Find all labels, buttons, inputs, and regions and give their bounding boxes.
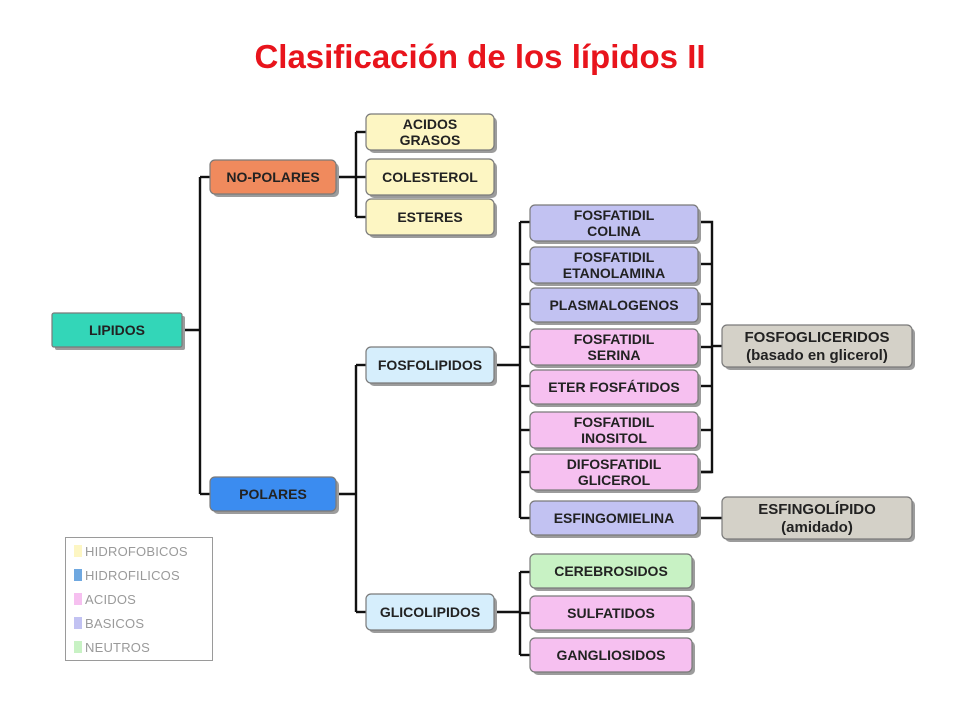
node-esteres-shape — [365, 198, 495, 236]
node-glicolipidos-label: GLICOLIPIDOS — [380, 604, 480, 620]
legend-label: BASICOS — [85, 615, 145, 631]
node-sulfatidos-shape — [529, 595, 693, 631]
node-difosfatidil-glicerol-label-1: DIFOSFATIDIL — [567, 456, 662, 472]
node-fosfatidil-inositol-label-1: FOSFATIDIL — [574, 414, 655, 430]
node-fosfatidil-serina-shape — [529, 328, 699, 366]
node-glicolipidos-shape — [365, 593, 495, 631]
legend-item-hidrofilicos: HIDROFILICOS — [74, 566, 180, 584]
legend-swatch — [74, 569, 82, 581]
node-polares-label: POLARES — [239, 486, 307, 502]
node-fosfatidil-serina-label-2: SERINA — [588, 347, 641, 363]
node-difosfatidil-glicerol-shape — [529, 453, 699, 491]
node-lipidos-shape — [51, 312, 183, 348]
node-fosfatidil-colina-label-2: COLINA — [587, 223, 641, 239]
node-fosfatidil-colina-shape — [529, 204, 699, 242]
node-fosfolipidos-label: FOSFOLIPIDOS — [378, 357, 482, 373]
node-sulfatidos-label: SULFATIDOS — [567, 605, 655, 621]
node-esfingolipido: ESFINGOLÍPIDO(amidado) — [721, 496, 915, 542]
node-no-polares: NO-POLARES — [209, 159, 339, 197]
node-polares: POLARES — [209, 476, 339, 514]
node-fosfatidil-inositol-shape — [529, 411, 699, 449]
node-fosfatidil-etanolamina-label-2: ETANOLAMINA — [563, 265, 665, 281]
legend: HIDROFOBICOS HIDROFILICOS ACIDOS BASICOS NEU… — [65, 537, 213, 661]
node-fosfatidil-etanolamina-label-1: FOSFATIDIL — [574, 249, 655, 265]
legend-label: NEUTROS — [85, 639, 150, 655]
node-colesterol-shape — [365, 158, 495, 196]
node-acidos-grasos-shape — [365, 113, 495, 151]
node-fosfogliceridos: FOSFOGLICERIDOS(basado en glicerol) — [721, 324, 915, 370]
node-esfingolipido-label-1: ESFINGOLÍPIDO — [758, 501, 876, 518]
node-fosfatidil-inositol-label-2: INOSITOL — [581, 430, 647, 446]
node-fosfolipidos-shape — [365, 346, 495, 384]
node-fosfogliceridos-label-2: (basado en glicerol) — [746, 347, 888, 364]
node-no-polares-label: NO-POLARES — [226, 169, 319, 185]
node-fosfatidil-serina-label-1: FOSFATIDIL — [574, 331, 655, 347]
node-colesterol-label: COLESTEROL — [382, 169, 478, 185]
node-sulfatidos: SULFATIDOS — [529, 595, 695, 633]
node-fosfogliceridos-shape — [721, 324, 913, 368]
node-esteres-label: ESTERES — [397, 209, 462, 225]
node-difosfatidil-glicerol-label-2: GLICEROL — [578, 472, 651, 488]
node-polares-shape — [209, 476, 337, 512]
node-fosfatidil-etanolamina-shape — [529, 246, 699, 284]
legend-label: HIDROFOBICOS — [85, 543, 188, 559]
node-esfingomielina-shape — [529, 500, 699, 536]
node-acidos-grasos-label-1: ACIDOS — [403, 116, 457, 132]
node-cerebrosidos-shape — [529, 553, 693, 589]
node-esfingolipido-shape — [721, 496, 913, 540]
legend-swatch — [74, 641, 82, 653]
node-glicolipidos: GLICOLIPIDOS — [365, 593, 497, 633]
node-fosfogliceridos-label-1: FOSFOGLICERIDOS — [744, 329, 889, 346]
node-lipidos: LIPIDOS — [51, 312, 185, 350]
node-gangliosidos-label: GANGLIOSIDOS — [557, 647, 666, 663]
node-cerebrosidos-label: CEREBROSIDOS — [554, 563, 668, 579]
node-esfingolipido-label-2: (amidado) — [781, 519, 853, 536]
node-acidos-grasos-label-2: GRASOS — [400, 132, 461, 148]
node-eter-fosfatidos-shape — [529, 369, 699, 405]
node-gangliosidos: GANGLIOSIDOS — [529, 637, 695, 675]
node-eter-fosfatidos-label: ETER FOSFÁTIDOS — [548, 379, 679, 395]
legend-label: ACIDOS — [85, 591, 137, 607]
node-esteres: ESTERES — [365, 198, 497, 238]
node-plasmalogenos-shape — [529, 287, 699, 323]
node-fosfatidil-colina-label-1: FOSFATIDIL — [574, 207, 655, 223]
legend-swatch — [74, 593, 82, 605]
legend-item-acidos: ACIDOS — [74, 590, 136, 608]
node-plasmalogenos-label: PLASMALOGENOS — [549, 297, 678, 313]
node-esfingomielina-label: ESFINGOMIELINA — [554, 510, 675, 526]
legend-item-neutros: NEUTROS — [74, 638, 150, 656]
legend-swatch — [74, 617, 82, 629]
node-eter-fosfatidos: ETER FOSFÁTIDOS — [529, 369, 701, 407]
node-gangliosidos-shape — [529, 637, 693, 673]
node-esfingomielina: ESFINGOMIELINA — [529, 500, 701, 538]
node-fosfolipidos: FOSFOLIPIDOS — [365, 346, 497, 386]
legend-label: HIDROFILICOS — [85, 567, 180, 583]
legend-swatch — [74, 545, 82, 557]
legend-item-hidrofobicos: HIDROFOBICOS — [74, 542, 188, 560]
page-title: Clasificación de los lípidos II — [254, 38, 706, 75]
legend-item-basicos: BASICOS — [74, 614, 144, 632]
node-colesterol: COLESTEROL — [365, 158, 497, 198]
node-plasmalogenos: PLASMALOGENOS — [529, 287, 701, 325]
node-cerebrosidos: CEREBROSIDOS — [529, 553, 695, 591]
node-no-polares-shape — [209, 159, 337, 195]
node-lipidos-label: LIPIDOS — [89, 322, 145, 338]
